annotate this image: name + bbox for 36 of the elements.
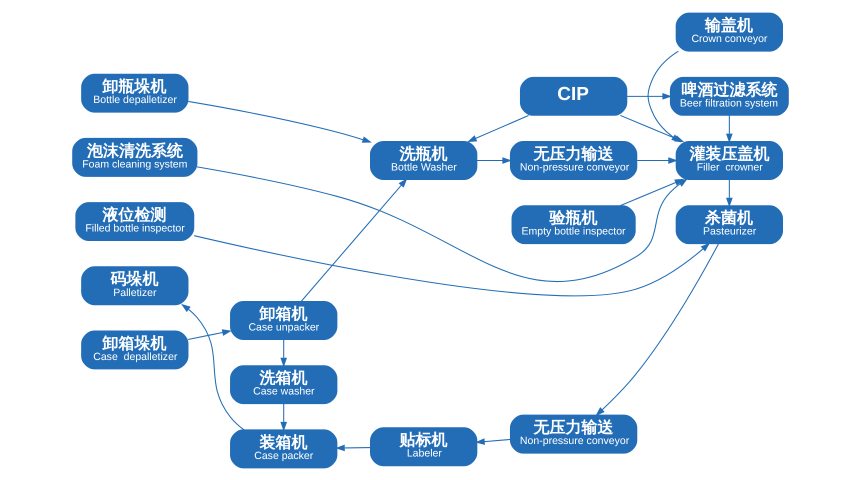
node-box: 啤酒过滤系统 Beer filtration system bbox=[669, 76, 788, 116]
node-box: 杀菌机 Pasteurizer bbox=[675, 204, 782, 244]
node-box: 卸箱垛机 Case depalletizer bbox=[80, 330, 188, 369]
node-box: 泡沫清洗系统 Foam cleaning system bbox=[72, 137, 197, 176]
arrow bbox=[196, 166, 688, 282]
arrow bbox=[726, 179, 732, 207]
node-box: 洗箱机 Case washer bbox=[230, 364, 337, 404]
arrow bbox=[476, 156, 512, 164]
arrow bbox=[636, 156, 678, 164]
node-box: CIP bbox=[519, 76, 627, 116]
arrow bbox=[280, 403, 287, 431]
arrow bbox=[180, 303, 244, 430]
arrow bbox=[280, 339, 287, 367]
arrow bbox=[726, 114, 732, 143]
node-box: 输盖机 Crown conveyor bbox=[675, 12, 782, 52]
node-box: 装箱机 Case packer bbox=[230, 428, 337, 468]
arrow bbox=[647, 50, 680, 142]
node-box: 卸瓶垛机 Bottle depalletizer bbox=[80, 73, 188, 112]
node-box: 灌装压盖机 Filler crowner bbox=[675, 140, 782, 180]
node-box: 贴标机 Labeler bbox=[370, 426, 477, 466]
arrow bbox=[300, 178, 407, 302]
arrow bbox=[466, 114, 528, 142]
node-box: 码垛机 Palletizer bbox=[80, 266, 188, 305]
node-box: 洗瓶机 Bottle Washer bbox=[370, 140, 477, 180]
arrow bbox=[595, 243, 718, 416]
arrow bbox=[188, 100, 372, 142]
node-box: 验瓶机 Empty bottle inspector bbox=[511, 204, 636, 244]
arrow bbox=[194, 234, 710, 296]
node-box: 液位检测 Filled bottle inspector bbox=[74, 202, 194, 241]
arrow bbox=[474, 438, 510, 444]
node-box: 无压力输送 Non-pressure conveyor bbox=[509, 140, 637, 180]
arrow bbox=[187, 328, 232, 340]
arrow bbox=[334, 444, 370, 451]
arrow bbox=[626, 92, 672, 100]
node-box: 无压力输送 Non-pressure conveyor bbox=[509, 414, 637, 454]
node-box: 卸箱机 Case unpacker bbox=[230, 300, 337, 340]
